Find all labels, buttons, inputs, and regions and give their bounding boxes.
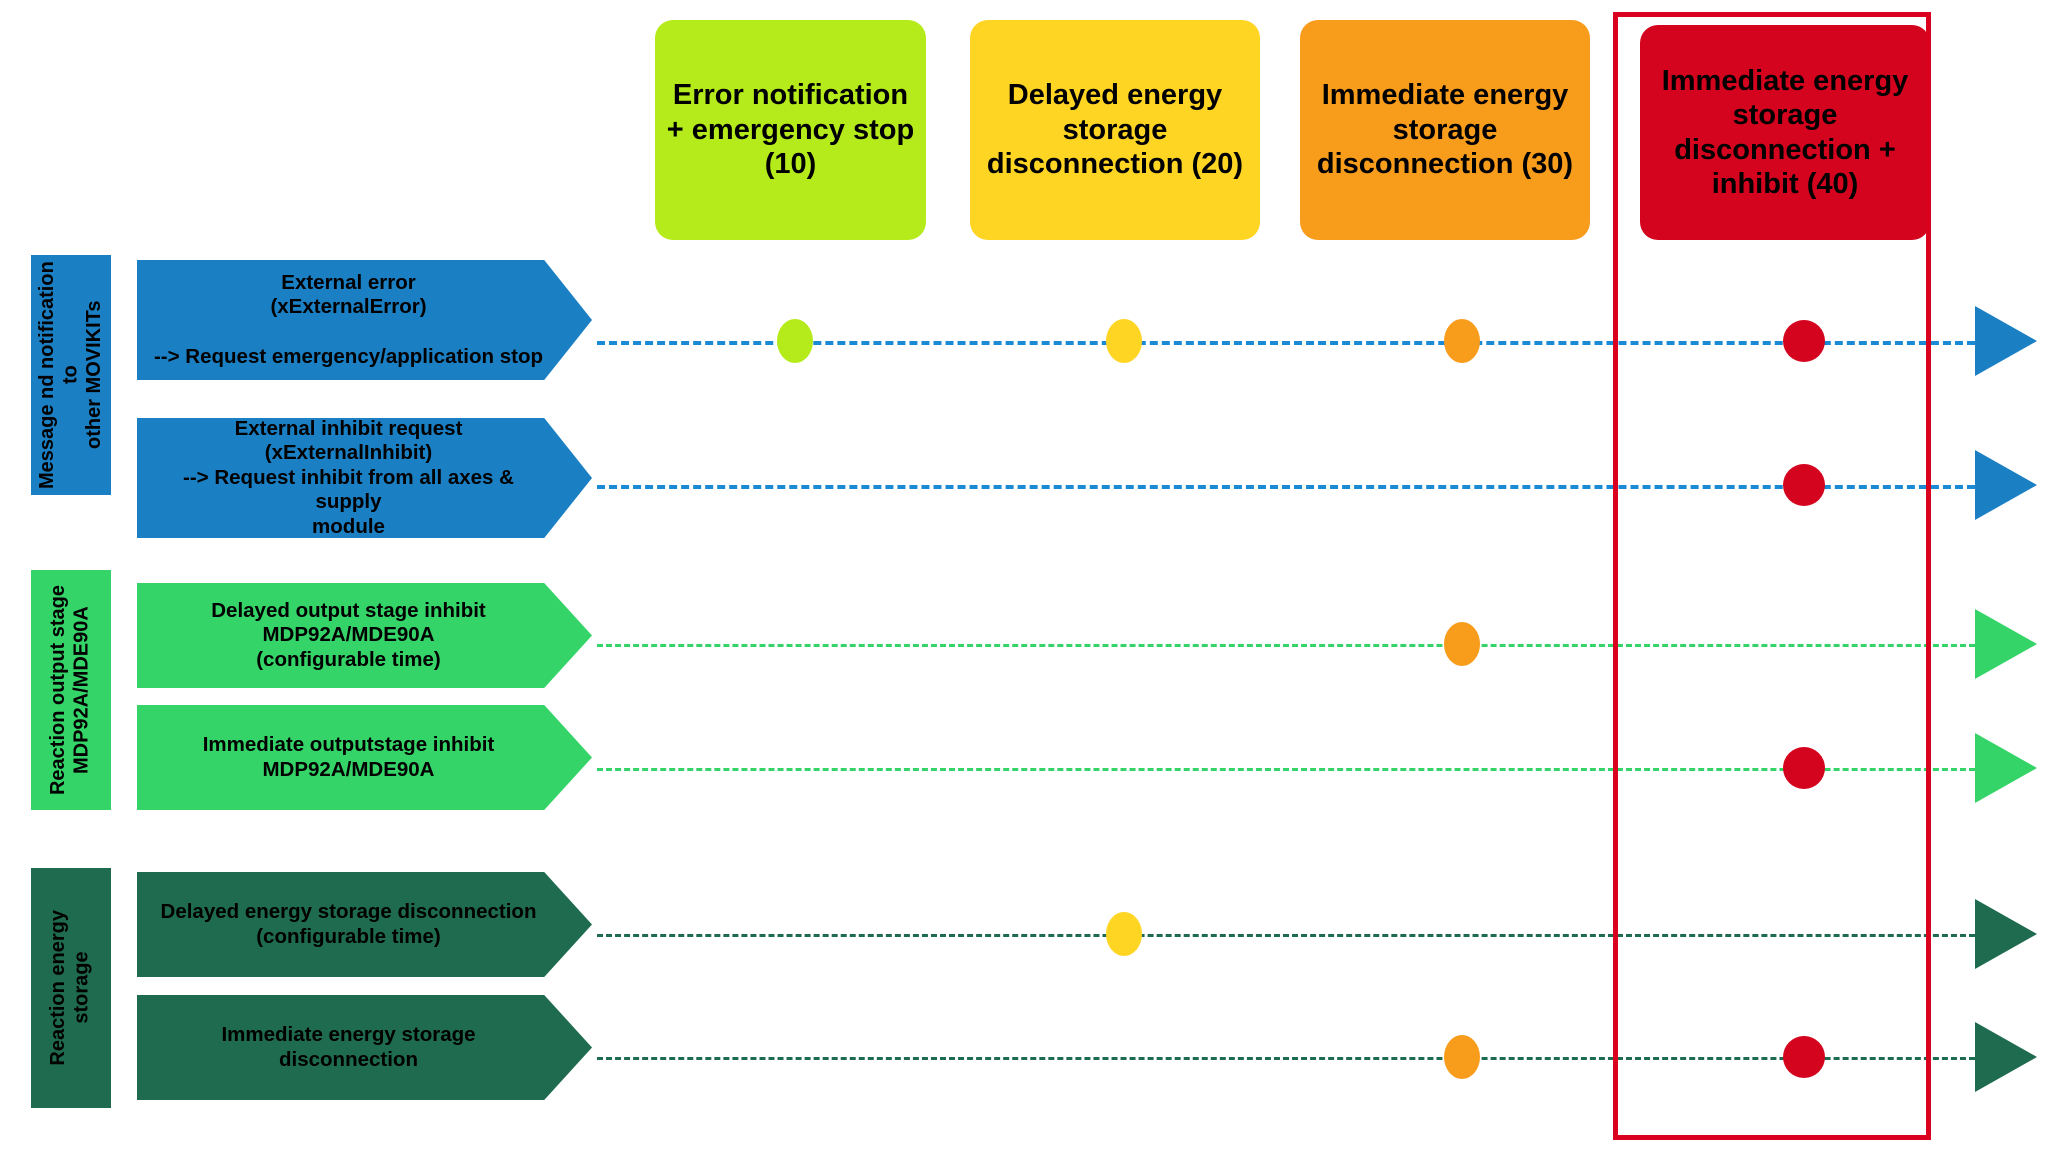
column-header-10[interactable]: Error notification + emergency stop (10) (655, 20, 926, 240)
connector-line-r5 (597, 934, 1975, 937)
end-arrow-r2 (1975, 450, 2037, 520)
row-shape-immediate-energy-storage-disconnection[interactable]: Immediate energy storage disconnection (137, 995, 592, 1100)
marker-dot-r1-level10[interactable] (777, 319, 813, 363)
group-label-output-stage: Reaction output stage MDP92A/MDE90A (31, 570, 111, 810)
group-label-text: Reaction output stage MDP92A/MDE90A (47, 584, 93, 795)
connector-line-r2 (597, 485, 1975, 489)
marker-dot-r1-level20[interactable] (1106, 319, 1142, 363)
marker-dot-r4-level40[interactable] (1783, 747, 1825, 789)
row-shape-external-error[interactable]: External error (xExternalError) --> Requ… (137, 260, 592, 380)
column-header-30[interactable]: Immediate energy storage disconnection (… (1300, 20, 1590, 240)
connector-line-r3 (597, 644, 1975, 647)
marker-dot-r1-level30[interactable] (1444, 319, 1480, 363)
marker-dot-r2-level40[interactable] (1783, 464, 1825, 506)
connector-line-r4 (597, 768, 1975, 771)
connector-line-r1 (597, 341, 1975, 345)
marker-dot-r1-level40[interactable] (1783, 320, 1825, 362)
group-label-text: Reaction energy storage (47, 910, 93, 1066)
row-shape-immediate-output-stage-inhibit[interactable]: Immediate outputstage inhibit MDP92A/MDE… (137, 705, 592, 810)
end-arrow-r3 (1975, 609, 2037, 679)
connector-line-r6 (597, 1057, 1975, 1060)
row-shape-delayed-energy-storage-disconnection[interactable]: Delayed energy storage disconnection (co… (137, 872, 592, 977)
group-label-energy-storage: Reaction energy storage (31, 868, 111, 1108)
row-shape-delayed-output-stage-inhibit[interactable]: Delayed output stage inhibit MDP92A/MDE9… (137, 583, 592, 688)
marker-dot-r6-level40[interactable] (1783, 1036, 1825, 1078)
group-label-messages: Message nd notification to other MOVIKIT… (31, 255, 111, 495)
group-label-text: Message nd notification to other MOVIKIT… (35, 261, 105, 489)
row-shape-external-inhibit[interactable]: External inhibit request (xExternalInhib… (137, 418, 592, 538)
marker-dot-r5-level20[interactable] (1106, 912, 1142, 956)
end-arrow-r4 (1975, 733, 2037, 803)
column-header-40[interactable]: Immediate energy storage disconnection +… (1640, 25, 1930, 240)
end-arrow-r5 (1975, 899, 2037, 969)
marker-dot-r6-level30[interactable] (1444, 1035, 1480, 1079)
end-arrow-r1 (1975, 306, 2037, 376)
column-header-20[interactable]: Delayed energy storage disconnection (20… (970, 20, 1260, 240)
marker-dot-r3-level30[interactable] (1444, 622, 1480, 666)
end-arrow-r6 (1975, 1022, 2037, 1092)
